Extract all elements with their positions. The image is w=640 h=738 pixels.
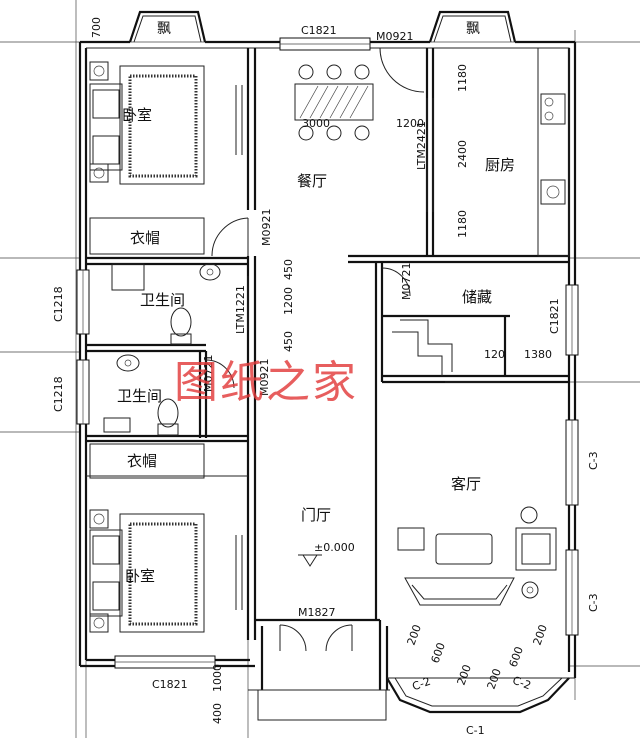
room-closet-bottom: 衣帽 bbox=[127, 452, 157, 470]
label-c2-2: C-2 bbox=[511, 674, 533, 693]
dim-bay-r-200a: 200 bbox=[485, 667, 504, 691]
room-bedroom-top: 卧室 bbox=[122, 106, 152, 124]
dim-1380: 1380 bbox=[524, 348, 552, 361]
dim-1200-hall: 1200 bbox=[282, 287, 295, 315]
room-labels: 卧室 衣帽 餐厅 厨房 卫生间 卫生间 储藏 衣帽 门厅 客厅 卧室 飘 飘 bbox=[117, 21, 515, 585]
doors bbox=[205, 47, 434, 652]
opening-labels: C1821 M0921 C1821 M1827 C-1 C-2 C-2 C121… bbox=[52, 24, 600, 737]
label-c2-1: C-2 bbox=[410, 675, 432, 694]
room-kitchen: 厨房 bbox=[485, 156, 515, 174]
label-m0721: M0721 bbox=[400, 263, 413, 301]
label-ltm2421: LTM2421 bbox=[415, 121, 428, 170]
label-m1827: M1827 bbox=[298, 606, 336, 619]
bath2-fixtures bbox=[103, 354, 179, 436]
elevation-label: ±0.000 bbox=[314, 541, 355, 554]
dim-2400: 2400 bbox=[456, 140, 469, 168]
label-m0921-foyer: M0921 bbox=[258, 359, 271, 397]
label-c1821-right: C1821 bbox=[548, 298, 561, 334]
bay-window-top-left bbox=[128, 10, 207, 43]
dim-bay-l-600: 600 bbox=[429, 641, 448, 665]
bath1-fixtures bbox=[111, 263, 221, 345]
dim-1200-dining: 1200 bbox=[396, 117, 424, 130]
room-living: 客厅 bbox=[451, 475, 481, 493]
dim-bay-l-200a: 200 bbox=[405, 623, 424, 647]
storage-stair bbox=[392, 319, 500, 383]
dim-1180-b: 1180 bbox=[456, 210, 469, 238]
room-bay-left: 飘 bbox=[157, 21, 171, 37]
room-bath-1: 卫生间 bbox=[140, 291, 185, 309]
dim-bay-r-600: 600 bbox=[507, 645, 526, 669]
dim-400: 400 bbox=[211, 703, 224, 724]
dimension-labels: 700 3000 1200 1180 2400 1180 450 1200 45… bbox=[90, 17, 552, 724]
room-bath-2: 卫生间 bbox=[117, 387, 162, 405]
bay-window-top-right bbox=[428, 10, 517, 43]
dim-120: 120 bbox=[484, 348, 505, 361]
dim-1000: 1000 bbox=[211, 664, 224, 692]
dim-bay-r-200b: 200 bbox=[531, 623, 550, 647]
label-ltm1221: LTM1221 bbox=[234, 285, 247, 334]
kitchen-counter bbox=[537, 47, 570, 257]
dim-450-b: 450 bbox=[282, 331, 295, 352]
label-c1: C-1 bbox=[466, 724, 485, 737]
room-bay-right: 飘 bbox=[466, 21, 480, 37]
label-c3-1: C-3 bbox=[587, 451, 600, 470]
dim-3000: 3000 bbox=[302, 117, 330, 130]
dim-450-a: 450 bbox=[282, 259, 295, 280]
label-m0721-bath: M0721 bbox=[202, 355, 215, 393]
watermark-text: 图纸之家 bbox=[174, 357, 358, 408]
room-closet-top: 衣帽 bbox=[130, 229, 160, 247]
living-furniture bbox=[397, 506, 557, 606]
label-c1218-1: C1218 bbox=[52, 286, 65, 322]
label-m0921-top: M0921 bbox=[376, 30, 414, 43]
label-c3-2: C-3 bbox=[587, 593, 600, 612]
label-c1821-top: C1821 bbox=[301, 24, 337, 37]
entrance-porch bbox=[248, 689, 390, 721]
closet-top bbox=[89, 217, 205, 255]
windows bbox=[76, 37, 579, 669]
room-storage: 储藏 bbox=[462, 288, 492, 306]
label-c1218-2: C1218 bbox=[52, 376, 65, 412]
room-foyer: 门厅 bbox=[301, 506, 331, 524]
elevation-marker: ±0.000 bbox=[298, 541, 355, 567]
bay-window-living bbox=[386, 677, 575, 714]
dim-bay-l-200b: 200 bbox=[455, 663, 474, 687]
dim-1180-a: 1180 bbox=[456, 64, 469, 92]
bed-bottom bbox=[89, 509, 205, 633]
bed-top bbox=[89, 61, 205, 185]
label-c1821-bottom: C1821 bbox=[152, 678, 188, 691]
dim-700: 700 bbox=[90, 17, 103, 38]
closet-bottom bbox=[89, 443, 205, 479]
dining-table bbox=[294, 64, 374, 141]
room-bedroom-bottom: 卧室 bbox=[125, 567, 155, 585]
label-m0921-left: M0921 bbox=[260, 209, 273, 247]
room-dining: 餐厅 bbox=[297, 172, 327, 190]
